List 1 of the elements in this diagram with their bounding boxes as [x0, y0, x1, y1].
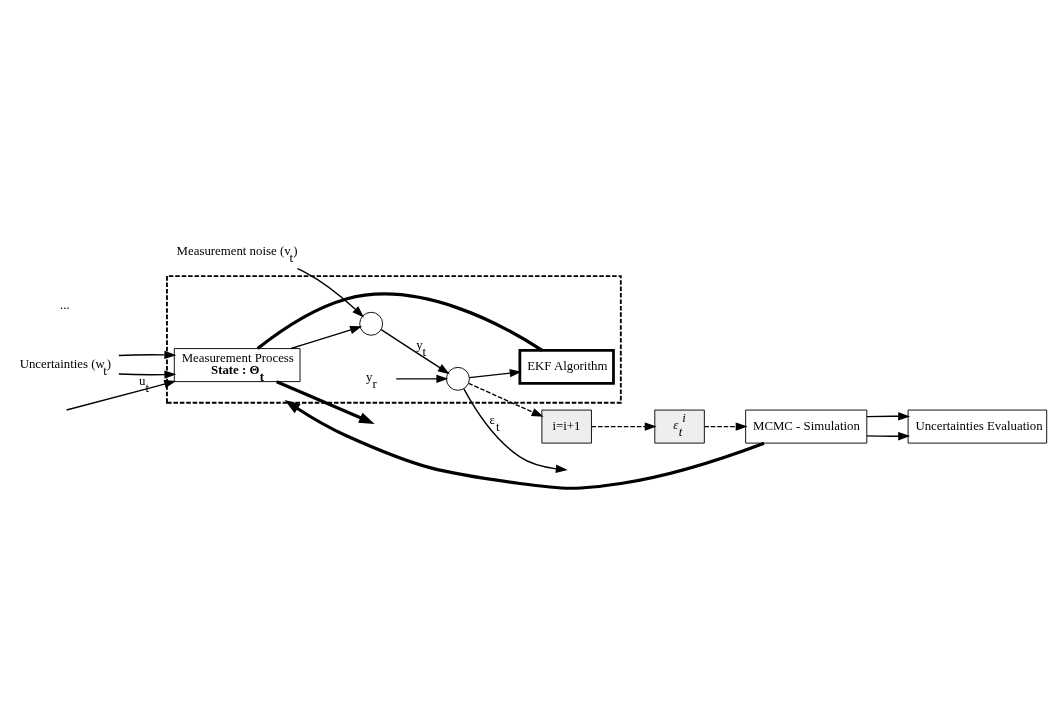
label: ...	[60, 297, 70, 312]
